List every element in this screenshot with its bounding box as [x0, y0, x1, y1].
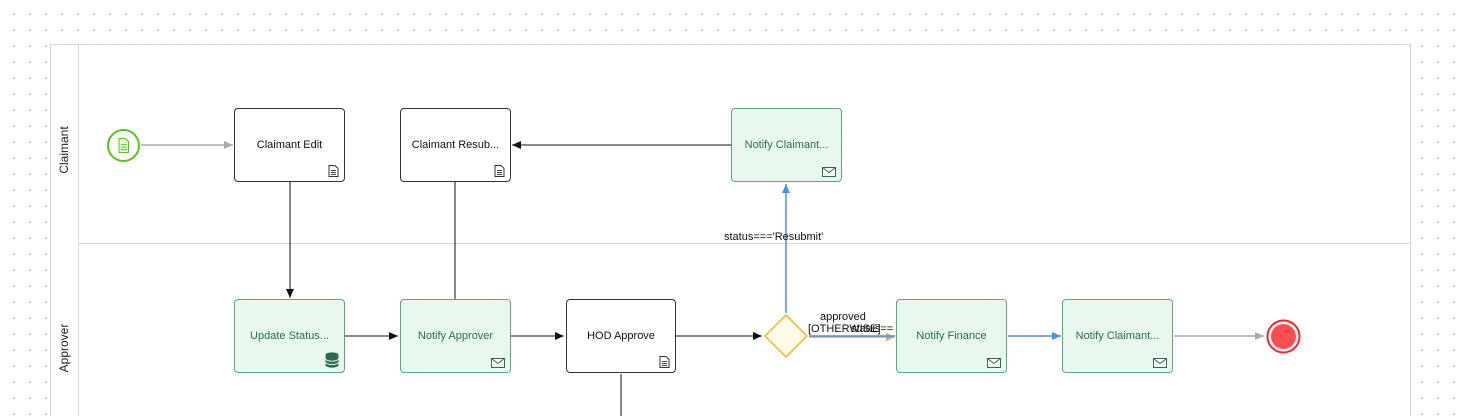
task-claimant-edit[interactable]: Claimant Edit [234, 108, 345, 182]
task-label: Notify Claimant... [1075, 330, 1160, 342]
mail-icon [822, 167, 836, 177]
task-label: Update Status... [250, 330, 329, 342]
task-update-status[interactable]: Update Status... [234, 299, 345, 373]
task-label: Notify Claimant... [744, 139, 829, 151]
task-notify-claimant-bottom[interactable]: Notify Claimant... [1062, 299, 1173, 373]
mail-icon [1153, 358, 1167, 368]
task-label: Claimant Resub... [411, 139, 500, 151]
document-icon [118, 138, 129, 153]
exclusive-gateway[interactable] [764, 314, 808, 358]
edge-label-status[interactable]: status== [851, 323, 894, 335]
task-label: Claimant Edit [256, 139, 323, 151]
start-event[interactable] [107, 129, 140, 162]
task-notify-approver[interactable]: Notify Approver [400, 299, 511, 373]
user-form-icon [328, 165, 339, 177]
database-icon [325, 352, 339, 368]
mail-icon [987, 358, 1001, 368]
task-label: HOD Approve [587, 330, 655, 342]
pool-header [50, 44, 79, 416]
task-notify-claimant-top[interactable]: Notify Claimant... [731, 108, 842, 182]
task-hod-approve[interactable]: HOD Approve [566, 299, 676, 373]
task-label: Notify Finance [916, 330, 987, 342]
task-notify-finance[interactable]: Notify Finance [896, 299, 1007, 373]
task-label: Notify Approver [417, 330, 494, 342]
lane-divider [79, 243, 1411, 244]
mail-icon [491, 358, 505, 368]
edge-label-approved[interactable]: approved [820, 311, 866, 323]
edge-label-otherwise[interactable]: [OTHERWISE] [808, 323, 881, 335]
user-form-icon [659, 356, 670, 368]
end-event[interactable] [1266, 319, 1301, 354]
user-form-icon [494, 165, 505, 177]
task-claimant-resubmit[interactable]: Claimant Resub... [400, 108, 511, 182]
edge-label-resubmit[interactable]: status==='Resubmit' [724, 231, 824, 243]
